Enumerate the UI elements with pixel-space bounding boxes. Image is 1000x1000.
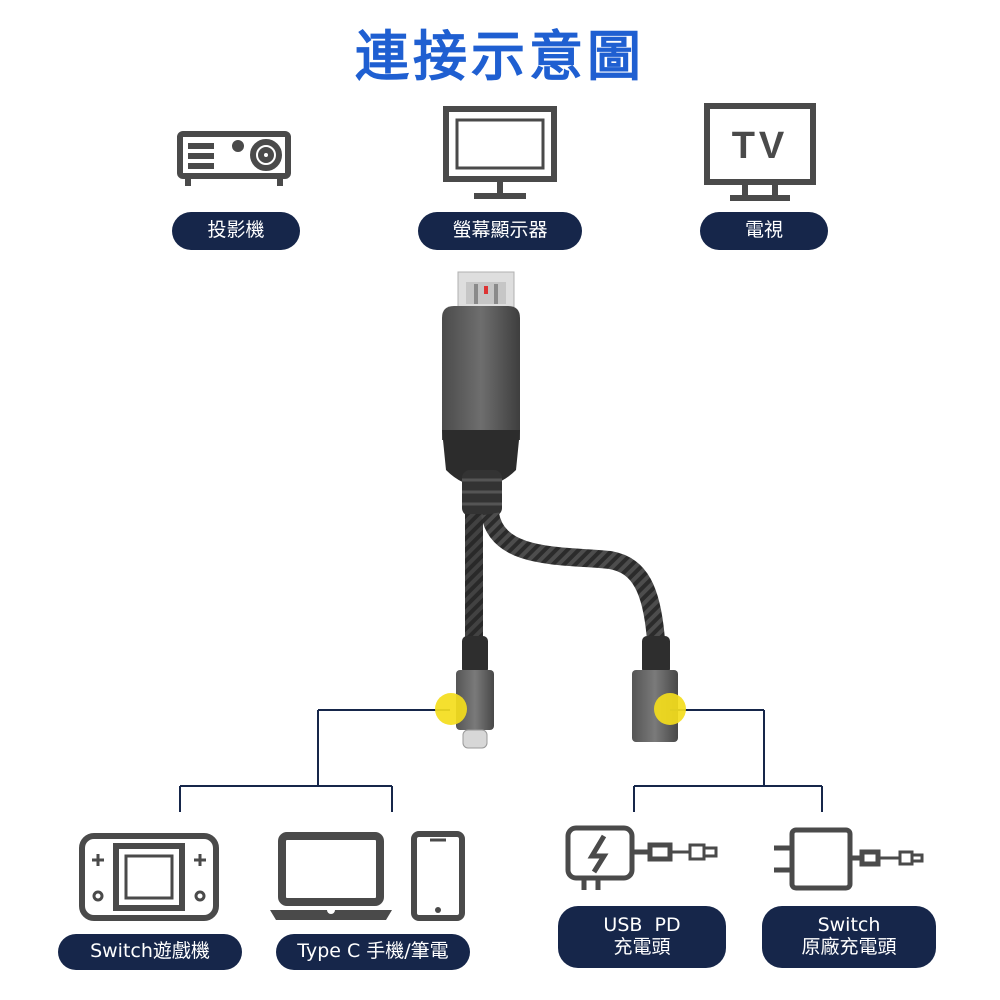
label-usb-pd-line2: 充電頭 [613, 936, 671, 958]
connector-lines-left [179, 709, 450, 812]
page-title: 連接示意圖 [355, 25, 645, 88]
label-tv: 電視 [700, 212, 828, 250]
label-projector-text: 投影機 [207, 219, 265, 242]
switch-charger-icon [774, 827, 924, 891]
label-projector: 投影機 [172, 212, 300, 250]
monitor-icon [443, 106, 557, 199]
label-switch-console: Switch遊戲機 [58, 934, 242, 970]
label-switch-charger: Switch 原廠充電頭 [762, 906, 936, 968]
label-type-c-devices-text: Type C 手機/筆電 [297, 940, 449, 963]
label-tv-text: 電視 [744, 219, 783, 242]
label-type-c-devices: Type C 手機/筆電 [276, 934, 470, 970]
hdmi-cable [442, 271, 678, 749]
port-dot-right [654, 693, 686, 725]
label-switch-charger-line2: 原廠充電頭 [801, 936, 897, 958]
tv-icon [704, 103, 816, 201]
port-dot-left [435, 693, 467, 725]
usb-pd-charger-icon [565, 825, 718, 890]
label-usb-pd-charger: USB PD 充電頭 [558, 906, 726, 968]
label-switch-console-text: Switch遊戲機 [90, 940, 210, 963]
label-usb-pd-line1: USB PD [603, 914, 681, 937]
label-monitor: 螢幕顯示器 [418, 212, 582, 250]
label-switch-charger-line1: Switch [817, 914, 881, 937]
tv-icon-text: TV [732, 125, 789, 167]
switch-console-icon [79, 833, 219, 921]
projector-icon [177, 131, 291, 186]
label-monitor-text: 螢幕顯示器 [452, 219, 548, 242]
connector-lines-right [633, 709, 823, 812]
laptop-phone-icon [270, 831, 465, 921]
